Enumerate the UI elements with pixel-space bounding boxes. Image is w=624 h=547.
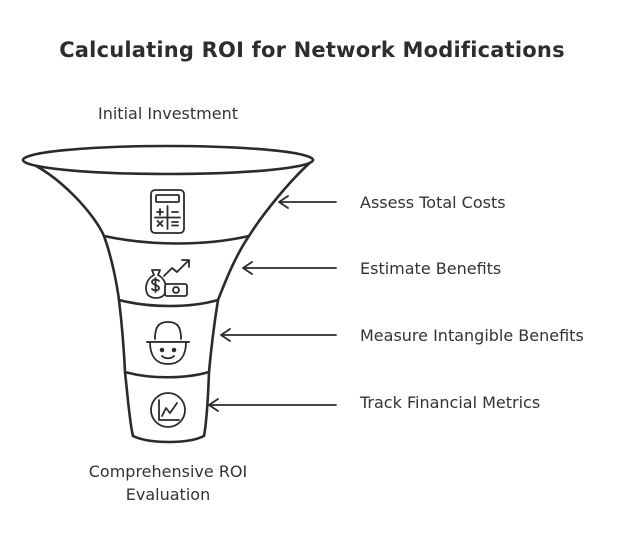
funnel-top-label: Initial Investment (98, 104, 238, 123)
stage-label-track-financial-metrics: Track Financial Metrics (360, 393, 541, 412)
line-chart-icon (150, 392, 186, 428)
funnel-body (22, 158, 315, 444)
funnel-divider-2 (117, 298, 220, 308)
stage-label-assess-total-costs: Assess Total Costs (360, 193, 506, 212)
diagram-title: Calculating ROI for Network Modification… (59, 38, 565, 62)
happy-face-hat-icon (146, 321, 190, 365)
connector-arrow-1 (278, 195, 337, 209)
bottom-label-line-2: Evaluation (125, 485, 211, 504)
funnel-rim (21, 144, 315, 176)
stage-label-measure-intangible-benefits: Measure Intangible Benefits (360, 326, 584, 345)
connector-arrow-3 (220, 328, 337, 342)
funnel-divider-1 (102, 234, 251, 245)
connector-arrow-2 (242, 261, 337, 275)
connector-arrow-4 (208, 398, 337, 412)
bottom-label-line-1: Comprehensive ROI (88, 462, 248, 481)
stage-label-estimate-benefits: Estimate Benefits (360, 259, 502, 278)
funnel-bottom-label: Comprehensive ROI Evaluation (48, 460, 288, 506)
funnel-divider-3 (123, 370, 211, 379)
money-growth-icon (145, 259, 190, 299)
calculator-icon (150, 189, 185, 234)
